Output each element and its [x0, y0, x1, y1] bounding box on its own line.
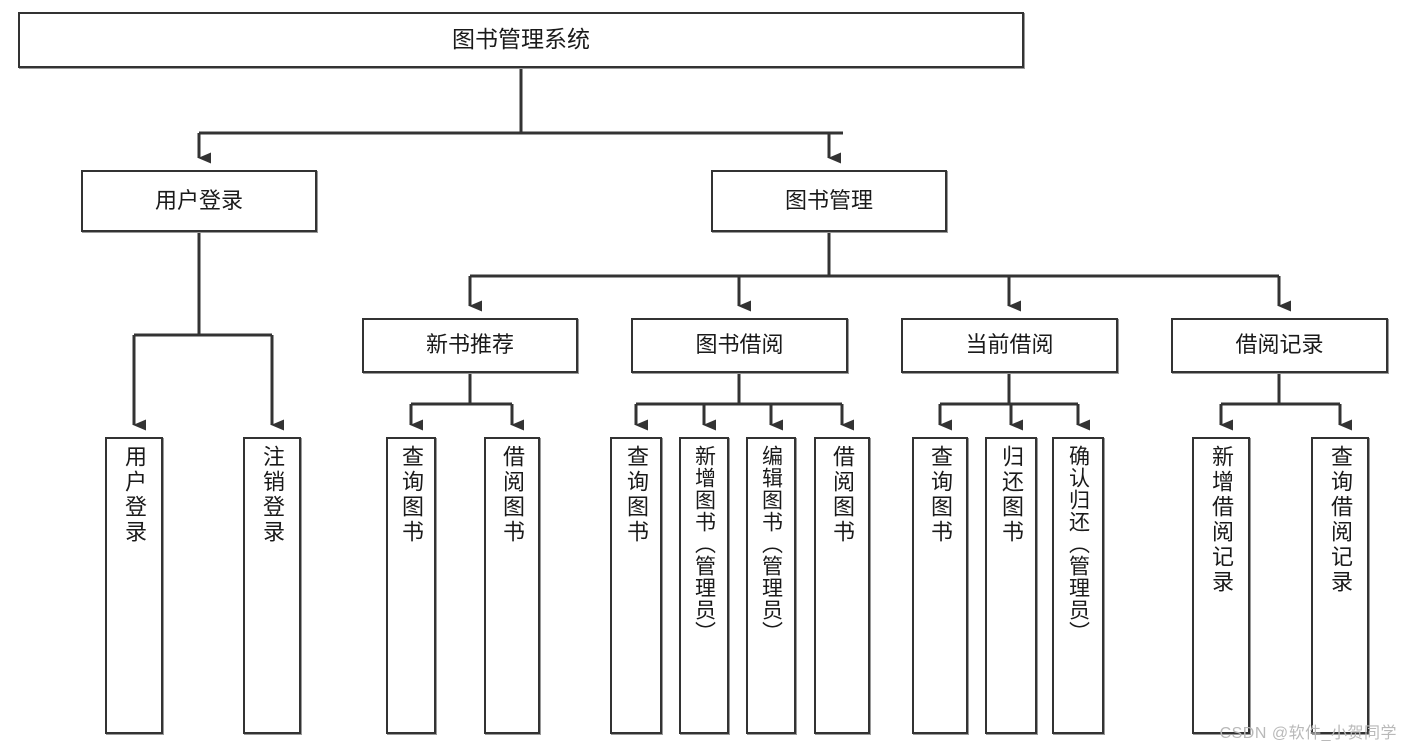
leaf-add-book-label: 新增图书（管理员） [692, 445, 716, 643]
node-current-borrow-label: 当前借阅 [965, 332, 1054, 358]
leaf-borrow-book-2-label: 借阅图书 [830, 445, 855, 545]
edge-group-new-book-rec [409, 373, 524, 431]
leaf-query-book-2[interactable]: 查询图书 [610, 437, 662, 734]
node-current-borrow[interactable]: 当前借阅 [901, 318, 1118, 373]
leaf-query-book-3-label: 查询图书 [928, 445, 953, 545]
leaf-add-borrow-record-label: 新增借阅记录 [1209, 445, 1234, 595]
leaf-logout-label: 注销登录 [260, 445, 285, 545]
leaf-add-book[interactable]: 新增图书（管理员） [679, 437, 729, 734]
leaf-edit-book-label: 编辑图书（管理员） [759, 445, 783, 643]
leaf-query-book-1-label: 查询图书 [399, 445, 424, 545]
edge-group-book-borrow [634, 373, 854, 431]
node-root[interactable]: 图书管理系统 [18, 12, 1024, 68]
leaf-return-book-label: 归还图书 [999, 445, 1024, 545]
leaf-query-borrow-record-label: 查询借阅记录 [1328, 445, 1353, 595]
node-book-manage[interactable]: 图书管理 [711, 170, 947, 232]
node-book-borrow-label: 图书借阅 [695, 332, 784, 358]
node-borrow-record-label: 借阅记录 [1235, 332, 1324, 358]
leaf-query-book-2-label: 查询图书 [624, 445, 649, 545]
leaf-user-login[interactable]: 用户登录 [105, 437, 163, 734]
edge-group-book-manage [468, 232, 1291, 312]
edge-group-borrow-record [1219, 373, 1352, 431]
leaf-query-borrow-record[interactable]: 查询借阅记录 [1311, 437, 1369, 734]
edge-group-user-login [132, 232, 284, 431]
leaf-borrow-book-1-label: 借阅图书 [500, 445, 525, 545]
leaf-user-login-label: 用户登录 [122, 445, 147, 545]
leaf-add-borrow-record[interactable]: 新增借阅记录 [1192, 437, 1250, 734]
leaf-confirm-return[interactable]: 确认归还（管理员） [1052, 437, 1104, 734]
csdn-watermark: CSDN @软件_小贺同学 [1219, 725, 1397, 742]
node-root-label: 图书管理系统 [452, 26, 590, 53]
leaf-logout[interactable]: 注销登录 [243, 437, 301, 734]
leaf-query-book-1[interactable]: 查询图书 [386, 437, 436, 734]
node-book-borrow[interactable]: 图书借阅 [631, 318, 848, 373]
leaf-borrow-book-2[interactable]: 借阅图书 [814, 437, 870, 734]
node-book-manage-label: 图书管理 [784, 187, 873, 213]
edge-group-current-borrow [938, 373, 1090, 431]
node-borrow-record[interactable]: 借阅记录 [1171, 318, 1388, 373]
node-user-login-label: 用户登录 [154, 187, 243, 213]
node-user-login[interactable]: 用户登录 [81, 170, 317, 232]
leaf-confirm-return-label: 确认归还（管理员） [1066, 445, 1090, 643]
node-new-book-recommend[interactable]: 新书推荐 [362, 318, 578, 373]
node-new-book-recommend-label: 新书推荐 [425, 332, 514, 358]
leaf-borrow-book-1[interactable]: 借阅图书 [484, 437, 540, 734]
leaf-return-book[interactable]: 归还图书 [985, 437, 1037, 734]
edge-group-root [197, 68, 843, 164]
leaf-query-book-3[interactable]: 查询图书 [912, 437, 968, 734]
leaf-edit-book[interactable]: 编辑图书（管理员） [746, 437, 796, 734]
